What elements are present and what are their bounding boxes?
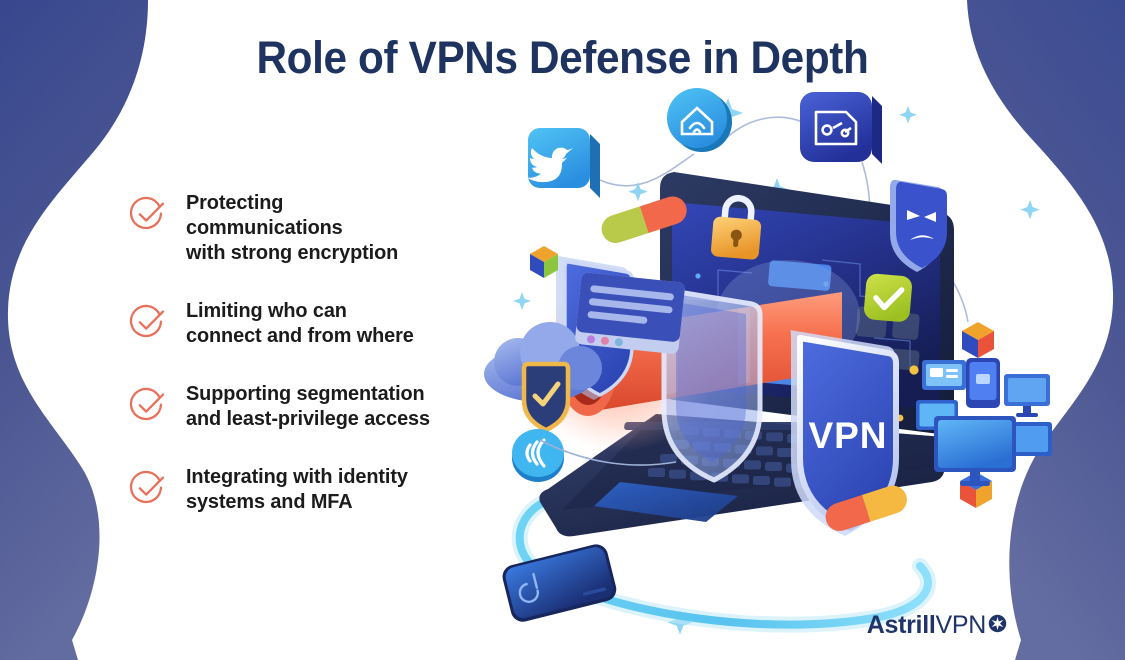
document-photo-icon bbox=[800, 92, 882, 164]
list-item-text: Integrating with identity systems and MF… bbox=[186, 464, 408, 514]
list-item-line2: and least-privilege access bbox=[186, 407, 430, 430]
list-item-line1: Limiting who can bbox=[186, 299, 347, 322]
list-item-line2: systems and MFA bbox=[186, 490, 353, 513]
list-item-text: Limiting who can connect and from where bbox=[186, 298, 414, 348]
list-item-text: Supporting segmentation and least-privil… bbox=[186, 381, 430, 431]
check-circle-icon bbox=[129, 387, 165, 421]
capsule-icon bbox=[601, 196, 687, 243]
twitter-icon bbox=[527, 128, 600, 198]
connector-lines bbox=[539, 439, 677, 466]
list-item-line2: connect and from where bbox=[186, 324, 414, 347]
green-check-icon bbox=[864, 273, 912, 322]
glass-shield bbox=[661, 287, 763, 483]
glow-ring bbox=[511, 492, 936, 633]
list-item: Limiting who can connect and from where bbox=[128, 298, 448, 348]
fingerprint-coin-icon bbox=[667, 88, 732, 152]
logo-brand-light: VPN bbox=[935, 611, 986, 639]
vpn-shield-label: VPN bbox=[808, 415, 887, 456]
cube-icon bbox=[530, 246, 558, 278]
list-item: Supporting segmentation and least-privil… bbox=[128, 381, 448, 431]
list-item-line1: Supporting segmentation bbox=[186, 382, 425, 405]
check-circle-icon bbox=[129, 470, 165, 504]
star-badge-icon bbox=[988, 614, 1007, 633]
cube-icon bbox=[962, 322, 994, 358]
browser-window-icon bbox=[575, 272, 685, 354]
wifi-signal-icon bbox=[512, 429, 564, 482]
smartphone-icon bbox=[502, 544, 617, 622]
padlock-icon bbox=[711, 194, 762, 260]
vpn-shield: VPN bbox=[790, 329, 899, 536]
list-item-line1: Protecting communications bbox=[186, 191, 343, 239]
page-title: Role of VPNs Defense in Depth bbox=[256, 32, 869, 83]
list-item-line2: with strong encryption bbox=[186, 241, 399, 264]
vpn-laptop-illustration: VPN bbox=[470, 70, 1070, 650]
list-item-line1: Integrating with identity bbox=[186, 465, 408, 488]
list-item-text: Protecting communications with strong en… bbox=[186, 190, 440, 265]
list-item: Protecting communications with strong en… bbox=[128, 190, 448, 265]
benefits-list: Protecting communications with strong en… bbox=[128, 190, 448, 514]
logo-brand-bold: Astrill bbox=[866, 611, 936, 639]
brand-logo: Astrill VPN bbox=[867, 613, 1007, 638]
angry-mask-shield-icon bbox=[890, 179, 947, 272]
check-circle-icon bbox=[129, 304, 165, 338]
check-circle-icon bbox=[129, 196, 165, 230]
capsule-icon bbox=[825, 485, 907, 531]
monitor-cluster-icon bbox=[916, 358, 1052, 486]
cloud-shield-icon bbox=[484, 322, 602, 433]
list-item: Integrating with identity systems and MF… bbox=[128, 464, 448, 514]
